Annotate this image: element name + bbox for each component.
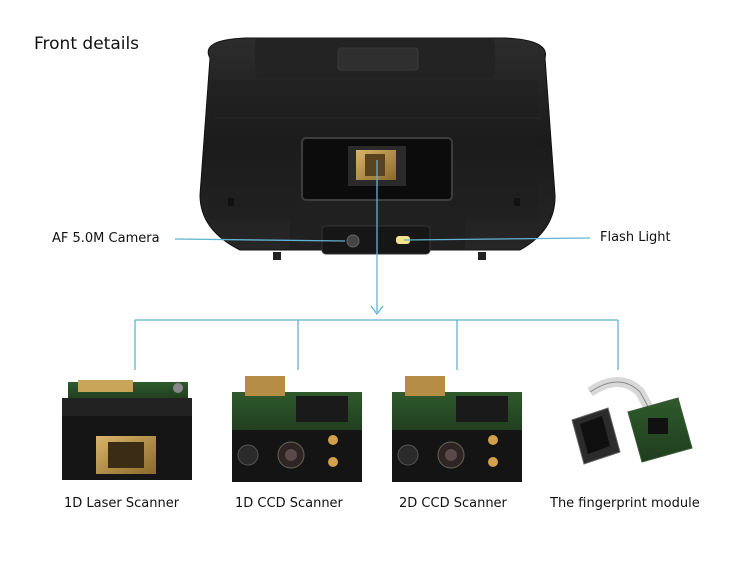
ccd-scanner-module-2d: [392, 376, 522, 482]
camera-callout-line: [174, 238, 346, 242]
ccd-scanner-module-1d: [232, 376, 362, 482]
module-label-laser: 1D Laser Scanner: [64, 496, 180, 511]
page-title: Front details: [34, 34, 140, 54]
fingerprint-module: [571, 377, 693, 465]
laser-scanner-module: [62, 380, 192, 480]
device-front-view: [199, 37, 556, 260]
flash-label: Flash Light: [600, 230, 671, 245]
module-label-1d-ccd: 1D CCD Scanner: [235, 496, 343, 511]
camera-label: AF 5.0M Camera: [52, 231, 160, 246]
module-label-2d-ccd: 2D CCD Scanner: [399, 496, 507, 511]
module-label-fingerprint: The fingerprint module: [550, 496, 700, 511]
trunk-arrow: [370, 305, 384, 316]
connector-lines: [134, 160, 619, 370]
flash-callout-line: [403, 237, 591, 241]
